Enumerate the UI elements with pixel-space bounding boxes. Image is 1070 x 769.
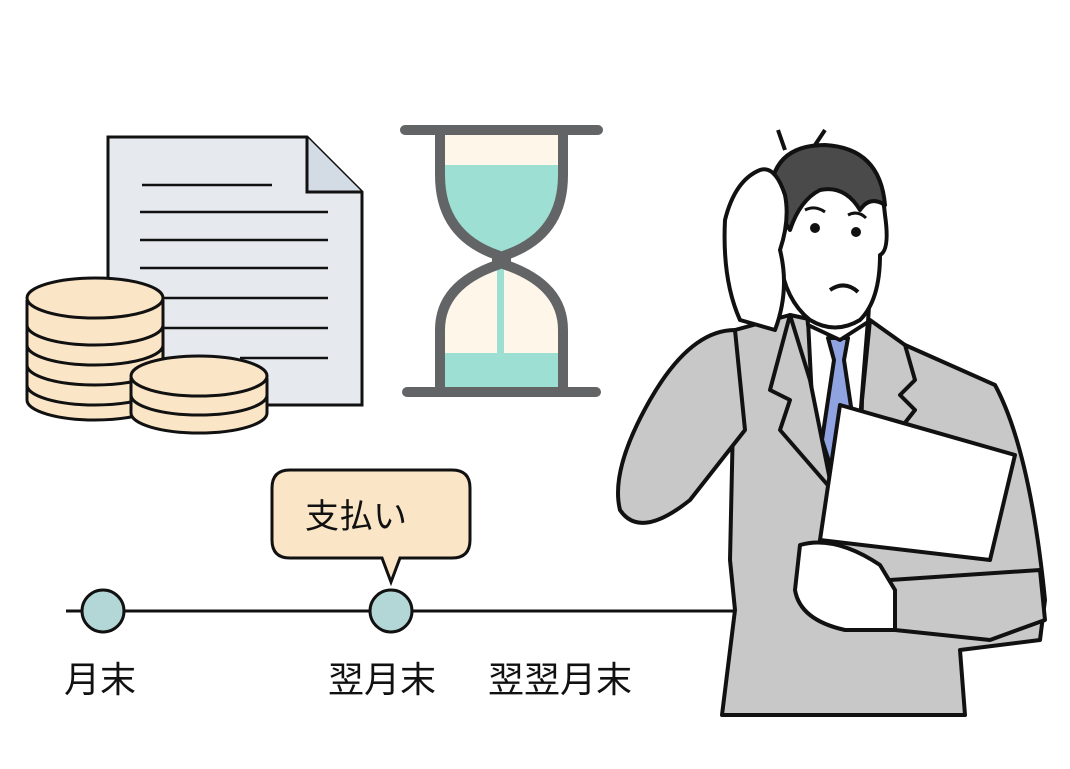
payment-speech-bubble: 支払い <box>270 468 472 587</box>
timeline-label-month-after-next-end: 翌翌月末 <box>488 660 632 701</box>
hourglass-icon <box>400 125 603 397</box>
timeline-node-next-month-end <box>368 588 414 634</box>
timeline-node-month-end <box>80 588 126 634</box>
document-icon <box>106 135 364 407</box>
payment-label: 支払い <box>305 497 407 537</box>
worried-businessman-illustration <box>616 128 1047 717</box>
timeline-label-month-end: 月末 <box>64 660 136 701</box>
timeline-label-next-month-end: 翌月末 <box>328 660 436 701</box>
coin-stack-icon <box>25 276 269 435</box>
timeline: 月末 翌月末 翌翌月末 <box>64 588 735 701</box>
